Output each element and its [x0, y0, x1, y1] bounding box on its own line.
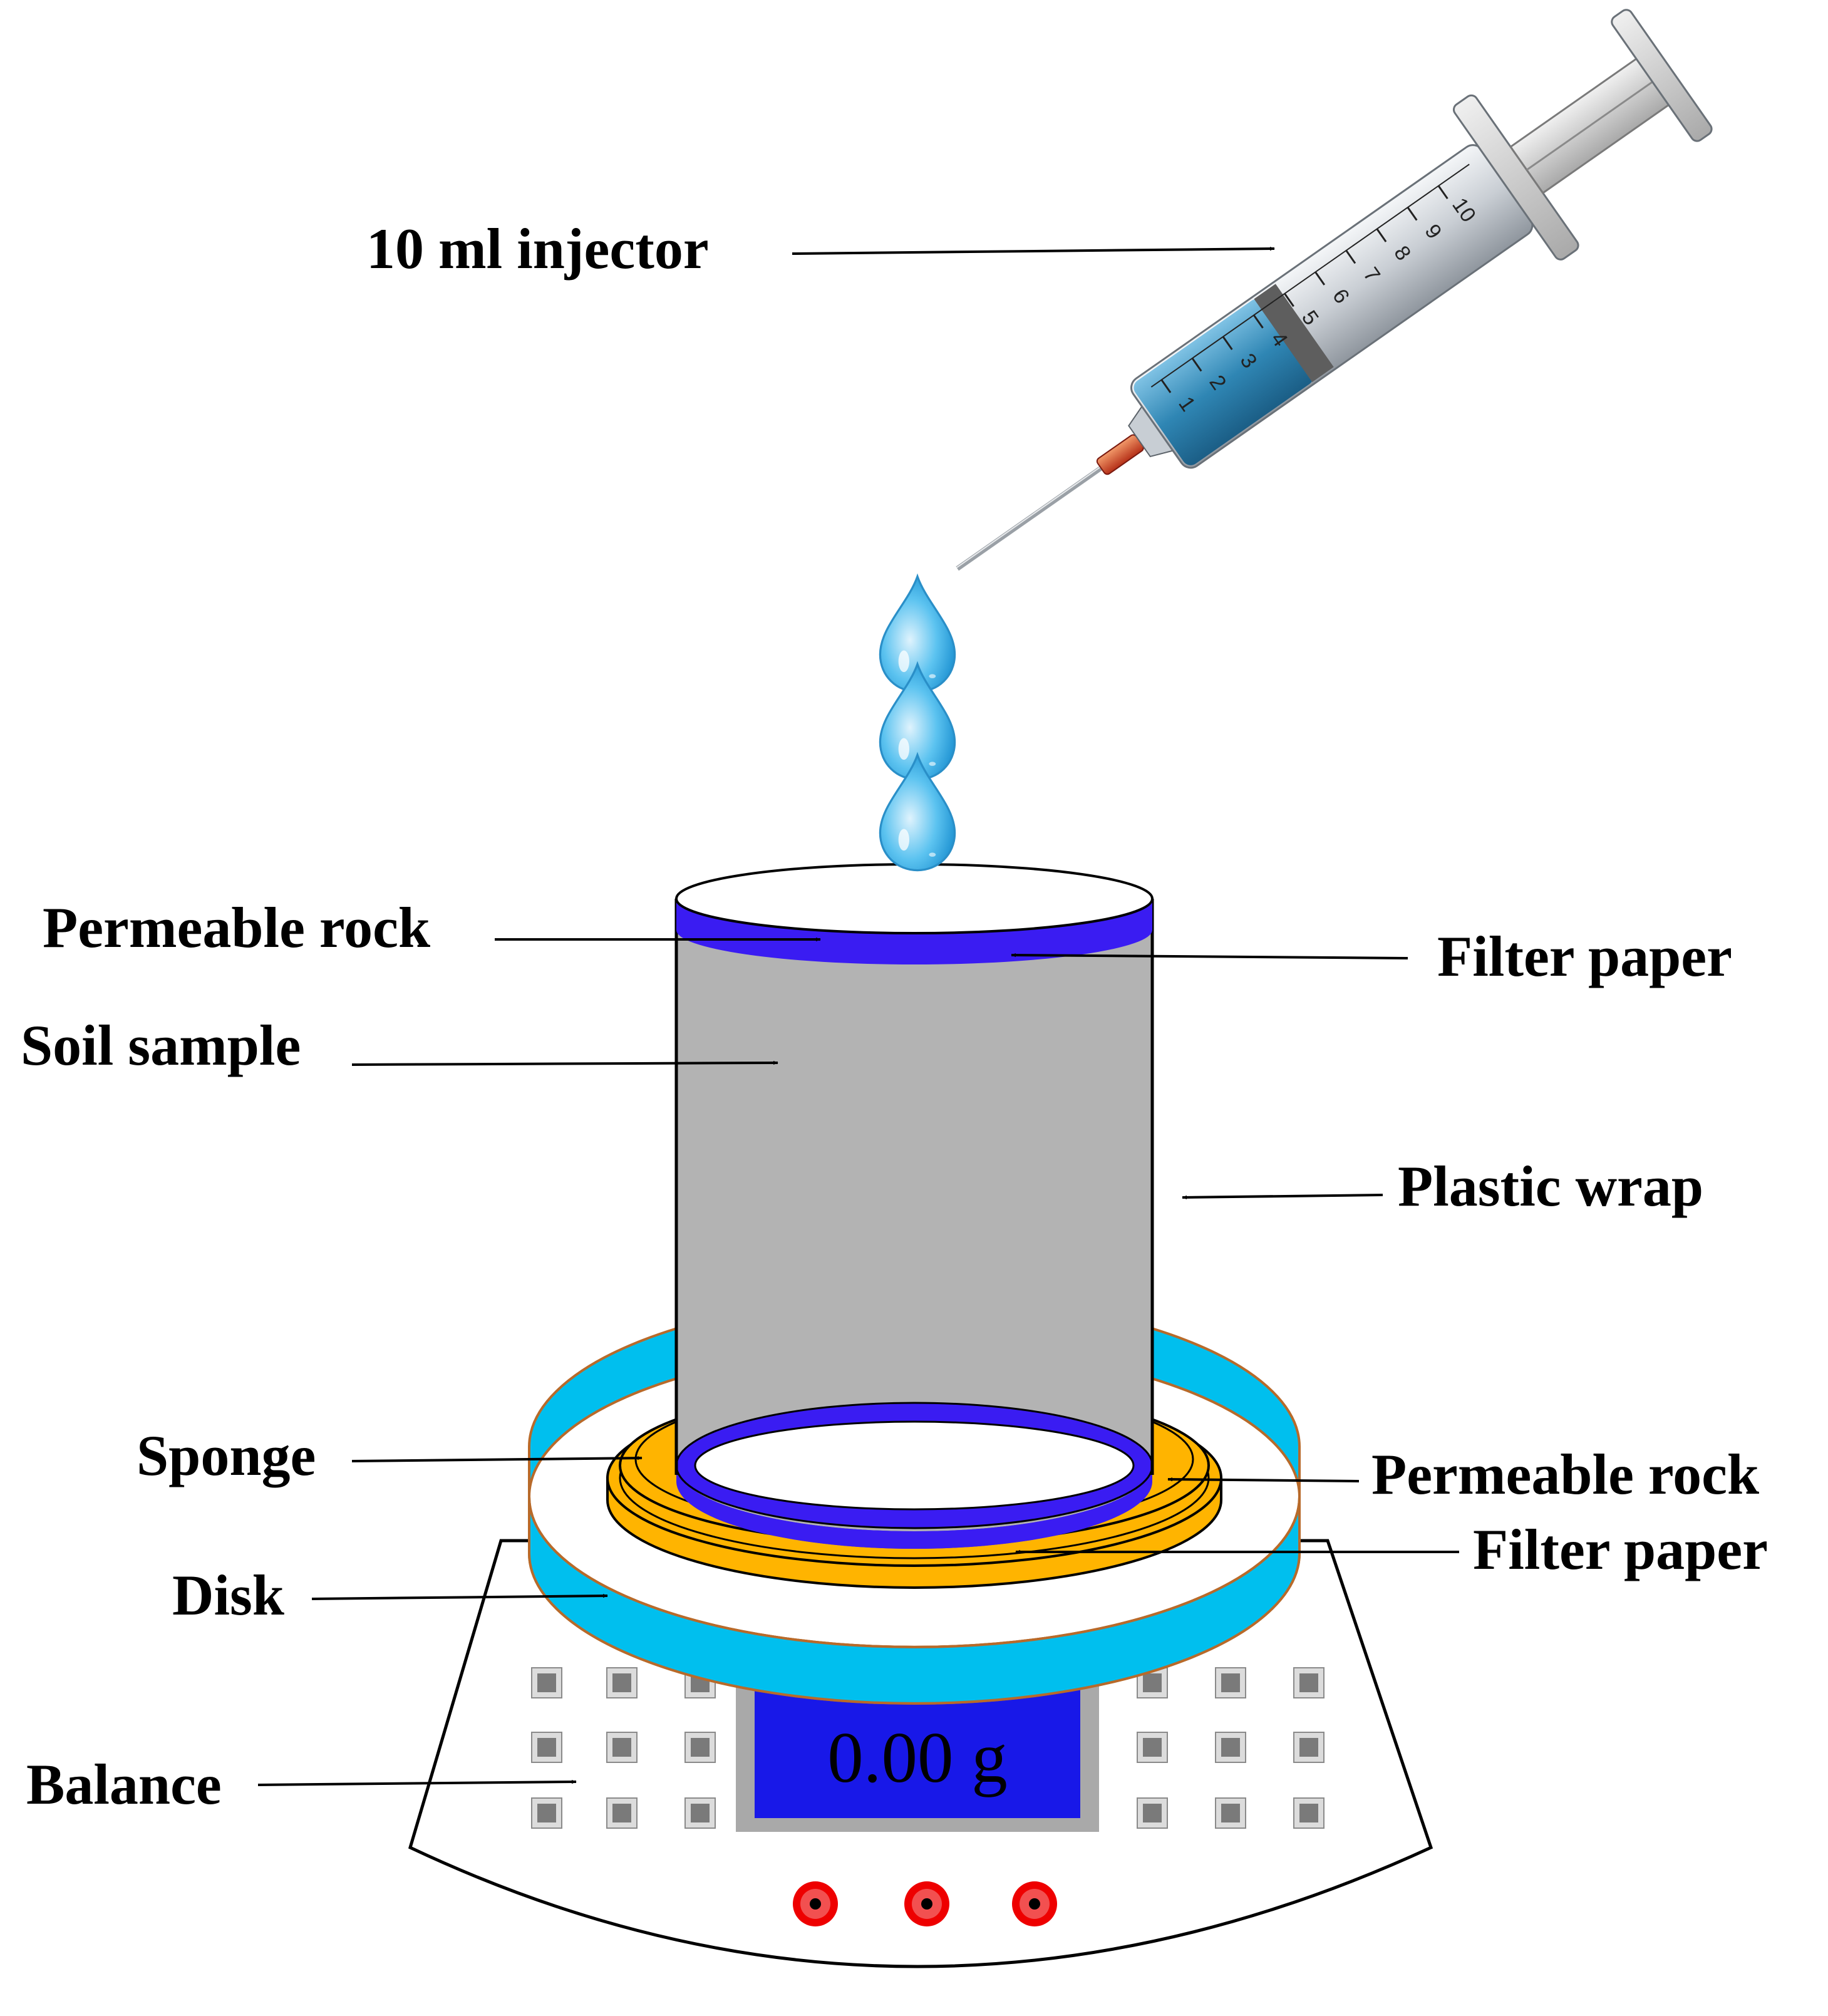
soil-sample-cylinder — [674, 863, 1154, 1549]
keypad-key[interactable] — [1215, 1667, 1246, 1698]
keypad-key[interactable] — [531, 1797, 562, 1829]
arrow-injector — [792, 246, 1275, 255]
keypad-key[interactable] — [1293, 1797, 1325, 1829]
label-plastic-wrap: Plastic wrap — [1398, 1154, 1703, 1218]
top-filter-paper — [675, 863, 1154, 934]
label-balance: Balance — [26, 1752, 222, 1816]
red-button[interactable] — [1012, 1881, 1057, 1926]
label-permeable-rock-bottom: Permeable rock — [1371, 1442, 1760, 1506]
arrow-sponge — [351, 1455, 643, 1462]
keypad-key[interactable] — [531, 1732, 562, 1763]
syringe-needle — [956, 464, 1105, 571]
red-button[interactable] — [793, 1881, 838, 1926]
keypad-key[interactable] — [1215, 1797, 1246, 1829]
keypad-key[interactable] — [606, 1667, 638, 1698]
syringe-plunger-seal — [1254, 284, 1334, 383]
bottom-rock-opening — [694, 1420, 1135, 1511]
balance-display — [755, 1689, 1080, 1818]
label-soil-sample: Soil sample — [21, 1013, 301, 1077]
syringe-hub — [1096, 434, 1144, 475]
keypad-key[interactable] — [684, 1732, 716, 1763]
arrow-balance — [257, 1779, 577, 1786]
arrow-plastic-wrap — [1182, 1194, 1383, 1200]
keypad-key[interactable] — [531, 1667, 562, 1698]
syringe-plunger-thumb — [1611, 9, 1713, 142]
keypad-key[interactable] — [1137, 1732, 1168, 1763]
balance-reading: 0.00 g — [827, 1718, 1008, 1797]
keypad-key[interactable] — [1293, 1667, 1325, 1698]
keypad-key[interactable] — [606, 1732, 638, 1763]
label-permeable-rock-top: Permeable rock — [43, 896, 431, 959]
syringe: 1 2 3 4 5 6 7 8 9 10 — [956, 9, 1713, 571]
water-drop-icon — [879, 753, 956, 872]
label-disk: Disk — [172, 1563, 285, 1627]
keypad-right — [1137, 1667, 1325, 1829]
keypad-left — [531, 1667, 716, 1829]
red-button[interactable] — [904, 1881, 949, 1926]
soil-body — [676, 899, 1152, 1541]
labels: 10 ml injector Permeable rock Filter pap… — [21, 217, 1768, 1816]
syringe-liquid — [1133, 299, 1314, 465]
label-filter-paper-top: Filter paper — [1437, 924, 1732, 988]
keypad-key[interactable] — [1137, 1797, 1168, 1829]
label-injector: 10 ml injector — [366, 217, 709, 281]
arrow-filter-paper-top — [1011, 953, 1408, 959]
top-permeable-rock — [676, 899, 1152, 964]
leader-arrows — [257, 246, 1459, 1786]
keypad-key[interactable] — [606, 1797, 638, 1829]
keypad-key[interactable] — [1215, 1732, 1246, 1763]
keypad-key[interactable] — [1293, 1732, 1325, 1763]
label-filter-paper-bottom: Filter paper — [1473, 1517, 1768, 1581]
arrow-soil-sample — [351, 1060, 778, 1066]
arrow-disk — [311, 1593, 608, 1600]
water-drops — [879, 575, 956, 872]
arrow-permeable-rock-bottom — [1167, 1477, 1360, 1482]
keypad-key[interactable] — [684, 1797, 716, 1829]
label-sponge: Sponge — [137, 1424, 316, 1487]
